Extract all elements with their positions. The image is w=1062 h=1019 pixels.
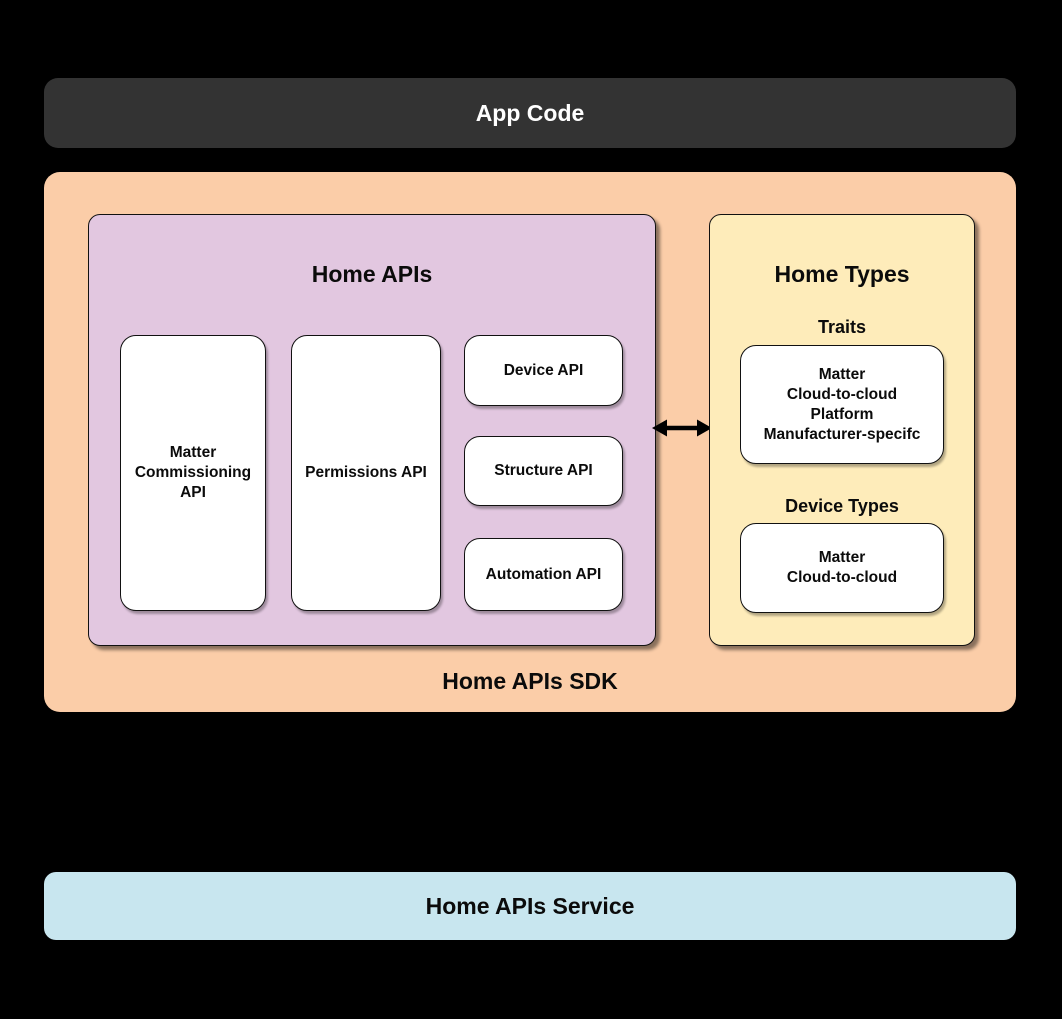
matter-commissioning-api-label: Matter Commissioning API bbox=[134, 444, 252, 501]
traits-box: Matter Cloud-to-cloud Platform Manufactu… bbox=[740, 345, 944, 464]
home-types-group: Home Types Traits Matter Cloud-to-cloud … bbox=[709, 214, 975, 646]
home-apis-service-box: Home APIs Service bbox=[44, 872, 1016, 940]
home-apis-sdk-box: Home APIs Matter Commissioning API Permi… bbox=[44, 172, 1016, 712]
device-types-label: Device Types bbox=[785, 496, 899, 516]
automation-api-label: Automation API bbox=[485, 565, 602, 583]
app-code-label: App Code bbox=[475, 99, 585, 126]
home-apis-title: Home APIs bbox=[311, 261, 433, 287]
device-api-label: Device API bbox=[503, 361, 584, 379]
device-types-items: Matter Cloud-to-cloud bbox=[786, 549, 898, 586]
permissions-api-label: Permissions API bbox=[305, 464, 427, 481]
traits-items: Matter Cloud-to-cloud Platform Manufactu… bbox=[763, 365, 921, 443]
matter-commissioning-api-box: Matter Commissioning API bbox=[120, 335, 266, 611]
structure-api-label: Structure API bbox=[494, 462, 593, 479]
app-code-box: App Code bbox=[44, 78, 1016, 148]
home-apis-service-label: Home APIs Service bbox=[425, 892, 635, 919]
home-apis-group: Home APIs Matter Commissioning API Permi… bbox=[88, 214, 656, 646]
automation-api-box: Automation API bbox=[464, 538, 623, 611]
permissions-api-box: Permissions API bbox=[291, 335, 441, 611]
structure-api-box: Structure API bbox=[464, 436, 623, 506]
device-api-box: Device API bbox=[464, 335, 623, 406]
home-apis-sdk-label: Home APIs SDK bbox=[442, 668, 618, 694]
traits-label: Traits bbox=[817, 317, 867, 337]
device-types-box: Matter Cloud-to-cloud bbox=[740, 523, 944, 613]
bidirectional-arrow-icon bbox=[652, 419, 712, 437]
home-types-title: Home Types bbox=[774, 261, 910, 287]
